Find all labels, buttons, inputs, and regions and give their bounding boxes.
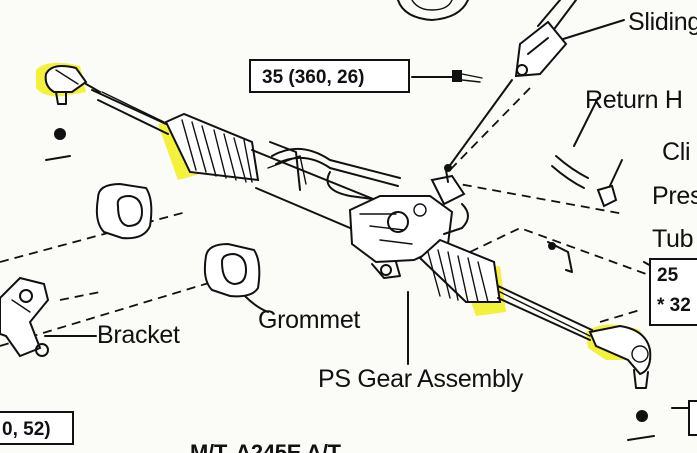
bolt-top <box>452 70 483 83</box>
label-sliding: Sliding <box>628 8 697 36</box>
torque-spec-right-mid: 25 * 32 <box>649 258 697 326</box>
label-return-hose: Return H <box>585 86 683 114</box>
torque-spec-top: 35 (360, 26) <box>249 59 410 93</box>
sliding-yoke <box>447 0 577 169</box>
torque-spec-right-line-2: * 32 <box>657 295 691 316</box>
label-clip: Cli <box>662 138 691 166</box>
label-bracket: Bracket <box>97 321 180 349</box>
rack-cushion-1 <box>95 182 153 240</box>
label-tube: Tub <box>652 225 694 253</box>
label-grommet: Grommet <box>258 306 361 334</box>
torque-spec-right-line-1: 25 <box>657 265 679 286</box>
left-tie-rod-end <box>44 65 101 161</box>
torque-spec-left-bottom: 0, 52) <box>0 411 74 445</box>
return-hose <box>551 155 589 189</box>
label-ps-gear-assembly: PS Gear Assembly <box>318 365 524 393</box>
bracket-part <box>0 276 50 358</box>
grommet-part <box>203 242 261 298</box>
clip-part <box>596 184 618 208</box>
torque-spec-right-bottom <box>688 400 697 436</box>
upper-part-outline <box>397 0 469 21</box>
label-bottom-caption: M/T, A245E A/T <box>190 440 341 453</box>
label-pressure: Pres <box>652 182 697 210</box>
right-tie-rod-end <box>588 324 655 441</box>
rack-body <box>91 89 593 341</box>
